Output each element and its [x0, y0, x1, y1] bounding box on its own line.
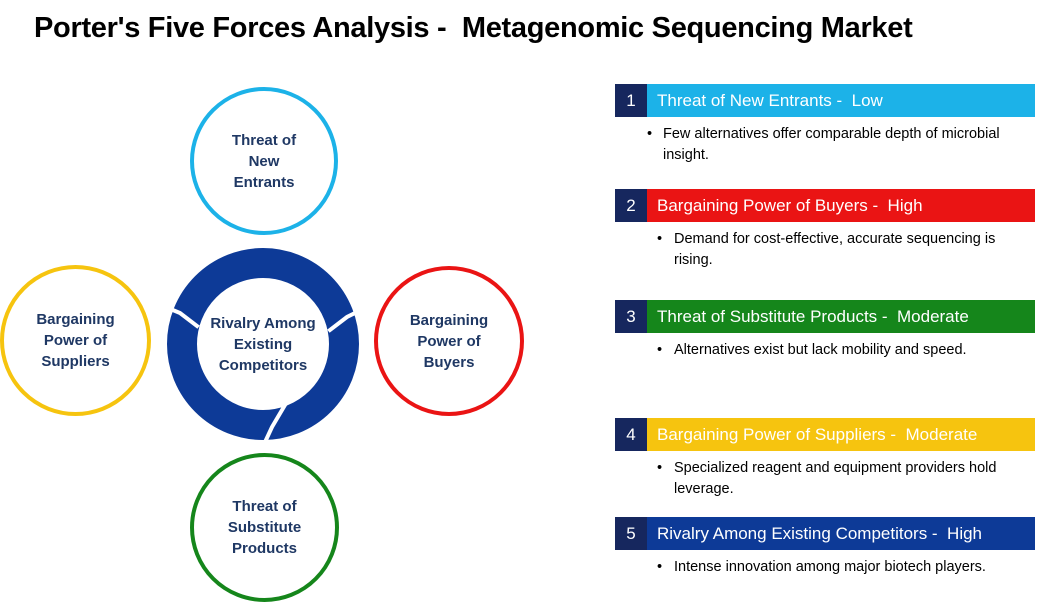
force-label-1: Threat of New Entrants - Low — [647, 84, 1035, 117]
force-item-2: 2 Bargaining Power of Buyers - High • De… — [615, 189, 1035, 271]
force-desc-4: • Specialized reagent and equipment prov… — [615, 458, 1035, 500]
force-header-3: 3 Threat of Substitute Products - Modera… — [615, 300, 1035, 333]
bullet-3: • — [657, 342, 663, 358]
force-item-1: 1 Threat of New Entrants - Low • Few alt… — [615, 84, 1035, 166]
force-item-4: 4 Bargaining Power of Suppliers - Modera… — [615, 418, 1035, 500]
force-desc-3: • Alternatives exist but lack mobility a… — [615, 340, 1035, 361]
force-header-1: 1 Threat of New Entrants - Low — [615, 84, 1035, 117]
force-desc-2: • Demand for cost-effective, accurate se… — [615, 229, 1035, 271]
threat-substitutes-circle: Threat of Substitute Products — [190, 453, 339, 602]
force-desc-text-2: Demand for cost-effective, accurate sequ… — [674, 231, 996, 268]
force-number-4: 4 — [615, 418, 647, 451]
supplier-power-label: Bargaining Power of Suppliers — [36, 311, 115, 370]
force-desc-text-1: Few alternatives offer comparable depth … — [663, 126, 1000, 163]
rivalry-ring-gaps — [165, 305, 362, 443]
force-label-2: Bargaining Power of Buyers - High — [647, 189, 1035, 222]
bullet-2: • — [657, 231, 663, 247]
buyer-power-circle: Bargaining Power of Buyers — [374, 266, 524, 416]
force-header-5: 5 Rivalry Among Existing Competitors - H… — [615, 517, 1035, 550]
force-label-5: Rivalry Among Existing Competitors - Hig… — [647, 517, 1035, 550]
supplier-power-circle: Bargaining Power of Suppliers — [0, 265, 151, 416]
force-label-4: Bargaining Power of Suppliers - Moderate — [647, 418, 1035, 451]
force-desc-text-3: Alternatives exist but lack mobility and… — [674, 342, 967, 358]
force-desc-5: • Intense innovation among major biotech… — [615, 557, 1035, 578]
threat-new-entrants-circle: Threat of New Entrants — [190, 87, 338, 235]
bullet-5: • — [657, 559, 663, 575]
threat-new-entrants-label: Threat of New Entrants — [231, 131, 297, 191]
rivalry-ring — [165, 248, 362, 443]
force-desc-text-5: Intense innovation among major biotech p… — [674, 559, 986, 575]
rivalry-label: Rivalry Among Existing Competitors — [210, 314, 316, 374]
force-item-3: 3 Threat of Substitute Products - Modera… — [615, 300, 1035, 361]
page-title: Porter's Five Forces Analysis - Metageno… — [34, 12, 913, 44]
force-label-3: Threat of Substitute Products - Moderate — [647, 300, 1035, 333]
force-header-2: 2 Bargaining Power of Buyers - High — [615, 189, 1035, 222]
bullet-1: • — [647, 126, 653, 142]
force-header-4: 4 Bargaining Power of Suppliers - Modera… — [615, 418, 1035, 451]
force-number-2: 2 — [615, 189, 647, 222]
bullet-4: • — [657, 460, 663, 476]
rivalry-ring-band — [167, 248, 359, 440]
force-desc-1: • Few alternatives offer comparable dept… — [615, 124, 1035, 166]
buyer-power-label: Bargaining Power of Buyers — [409, 311, 489, 371]
force-number-3: 3 — [615, 300, 647, 333]
force-number-5: 5 — [615, 517, 647, 550]
force-number-1: 1 — [615, 84, 647, 117]
force-desc-text-4: Specialized reagent and equipment provid… — [674, 460, 997, 497]
force-item-5: 5 Rivalry Among Existing Competitors - H… — [615, 517, 1035, 578]
threat-substitutes-label: Threat of Substitute Products — [227, 498, 302, 557]
